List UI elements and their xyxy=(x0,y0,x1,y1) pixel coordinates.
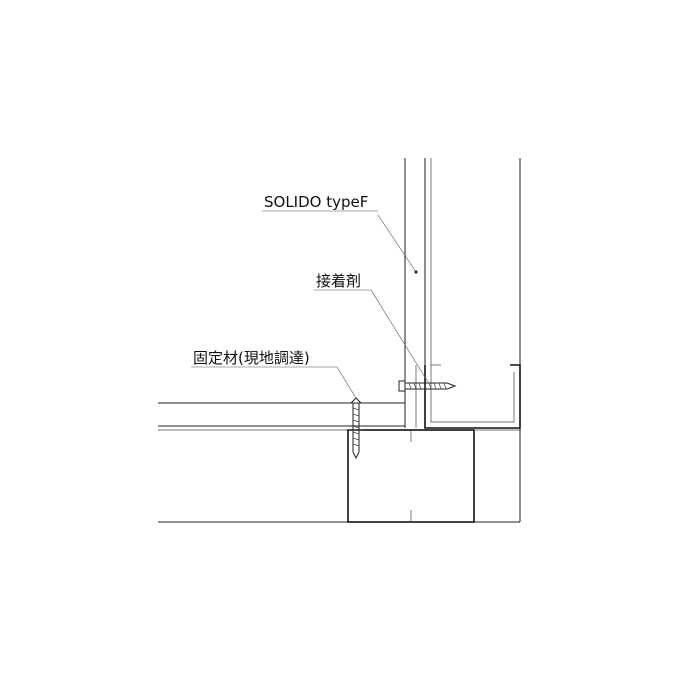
vertical-screw xyxy=(348,397,363,460)
horizontal-screw xyxy=(398,380,457,392)
label-adhesive: 接着剤 xyxy=(316,272,361,290)
label-fixing: 固定材(現地調達) xyxy=(193,349,310,367)
substrate-block xyxy=(347,429,520,523)
vertical-panel xyxy=(404,158,521,522)
corner-channel xyxy=(424,364,521,429)
horizontal-panel xyxy=(158,402,520,523)
leader-lines xyxy=(336,214,429,399)
label-solido: SOLIDO typeF xyxy=(264,193,368,211)
